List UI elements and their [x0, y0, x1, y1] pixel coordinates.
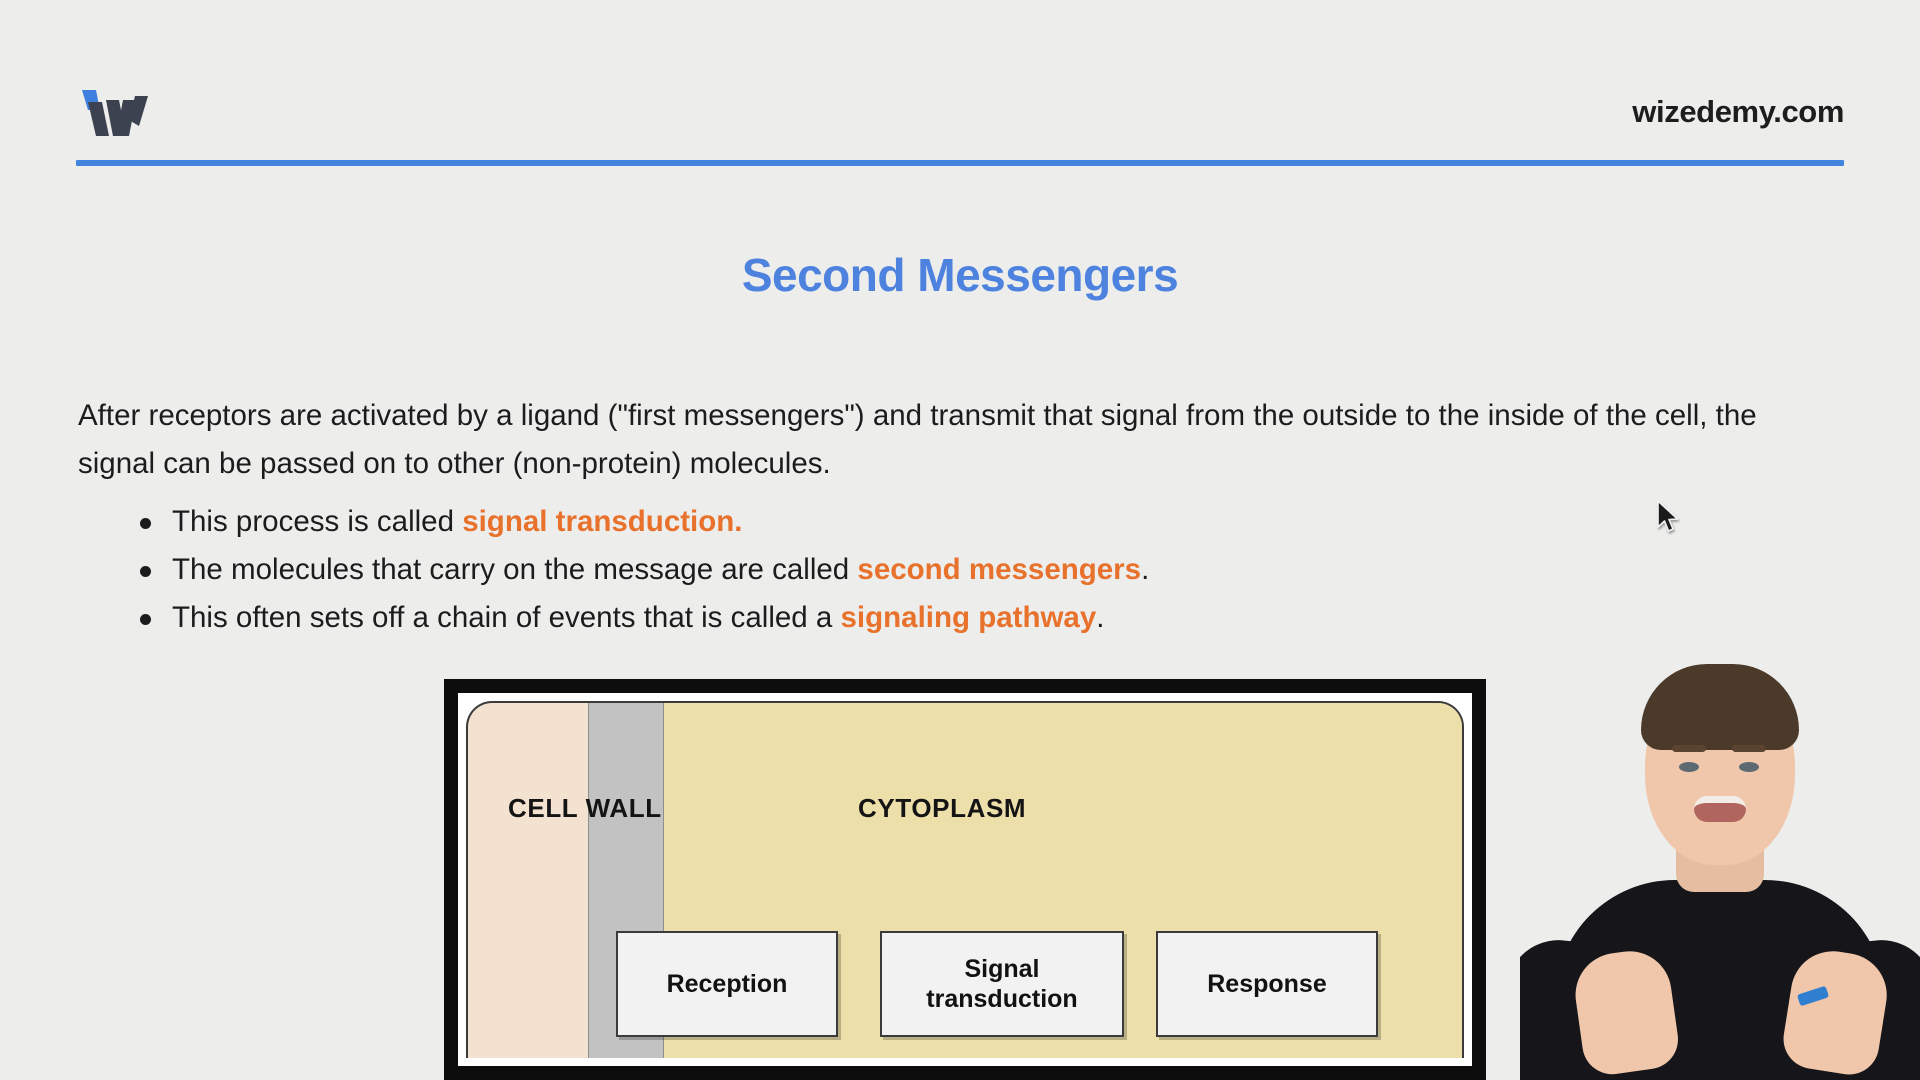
step-label: Reception [666, 970, 788, 998]
presenter-eyebrow-right [1732, 745, 1766, 752]
bullet-highlight: signaling pathway [840, 601, 1097, 634]
presenter-eye-left [1679, 762, 1699, 772]
cell-illustration: CELL WALL CYTOPLASM Reception Signal tra… [466, 701, 1464, 1058]
site-url-label: wizedemy.com [1632, 94, 1844, 129]
bullet-highlight: signal transduction. [462, 505, 743, 538]
bullet-text-prefix: This process is called [172, 505, 463, 538]
presenter-mouth [1694, 796, 1746, 822]
list-item: This process is called signal transducti… [128, 498, 1628, 546]
cytoplasm-label: CYTOPLASM [858, 793, 1027, 823]
intro-paragraph: After receptors are activated by a ligan… [78, 398, 1757, 480]
diagram-frame: CELL WALL CYTOPLASM Reception Signal tra… [458, 693, 1472, 1066]
bullet-text-suffix: . [1141, 553, 1150, 586]
step-label: Response [1207, 970, 1327, 998]
presenter-hair [1641, 664, 1799, 750]
step-box-reception: Reception [616, 931, 838, 1037]
presenter-hand-right [1779, 945, 1893, 1079]
presenter-eye-right [1739, 762, 1759, 772]
bullet-text-suffix: . [1096, 601, 1105, 634]
bullet-text-prefix: The molecules that carry on the message … [172, 553, 858, 586]
cell-signaling-diagram: CELL WALL CYTOPLASM Reception Signal tra… [444, 679, 1486, 1080]
presenter-hand-left [1570, 945, 1682, 1079]
step-label: Signal transduction [926, 954, 1077, 1014]
bullet-text-prefix: This often sets off a chain of events th… [172, 601, 841, 634]
header-divider [76, 160, 1844, 166]
step-box-response: Response [1156, 931, 1378, 1037]
presenter-neck [1676, 814, 1764, 892]
list-item: This often sets off a chain of events th… [128, 594, 1628, 642]
presenter-video-overlay [1520, 660, 1920, 1080]
step-label-line2: transduction [926, 985, 1078, 1013]
step-box-signal-transduction: Signal transduction [880, 931, 1124, 1037]
page-title: Second Messengers [741, 249, 1179, 301]
step-label-line1: Signal [964, 955, 1040, 983]
wizedemy-w-logo-icon [76, 86, 152, 144]
slide-header: wizedemy.com [76, 72, 1844, 152]
mouse-pointer-cursor-icon [1656, 500, 1682, 536]
presenter-eyebrow-left [1672, 745, 1706, 752]
presenter-shirt [1555, 880, 1885, 1080]
presenter-head [1645, 669, 1795, 865]
cell-wall-label: CELL WALL [508, 793, 662, 823]
bullet-highlight: second messengers [857, 553, 1142, 586]
bullet-list: This process is called signal transducti… [128, 498, 1628, 642]
presenter-pen [1796, 985, 1830, 1007]
list-item: The molecules that carry on the message … [128, 546, 1628, 594]
